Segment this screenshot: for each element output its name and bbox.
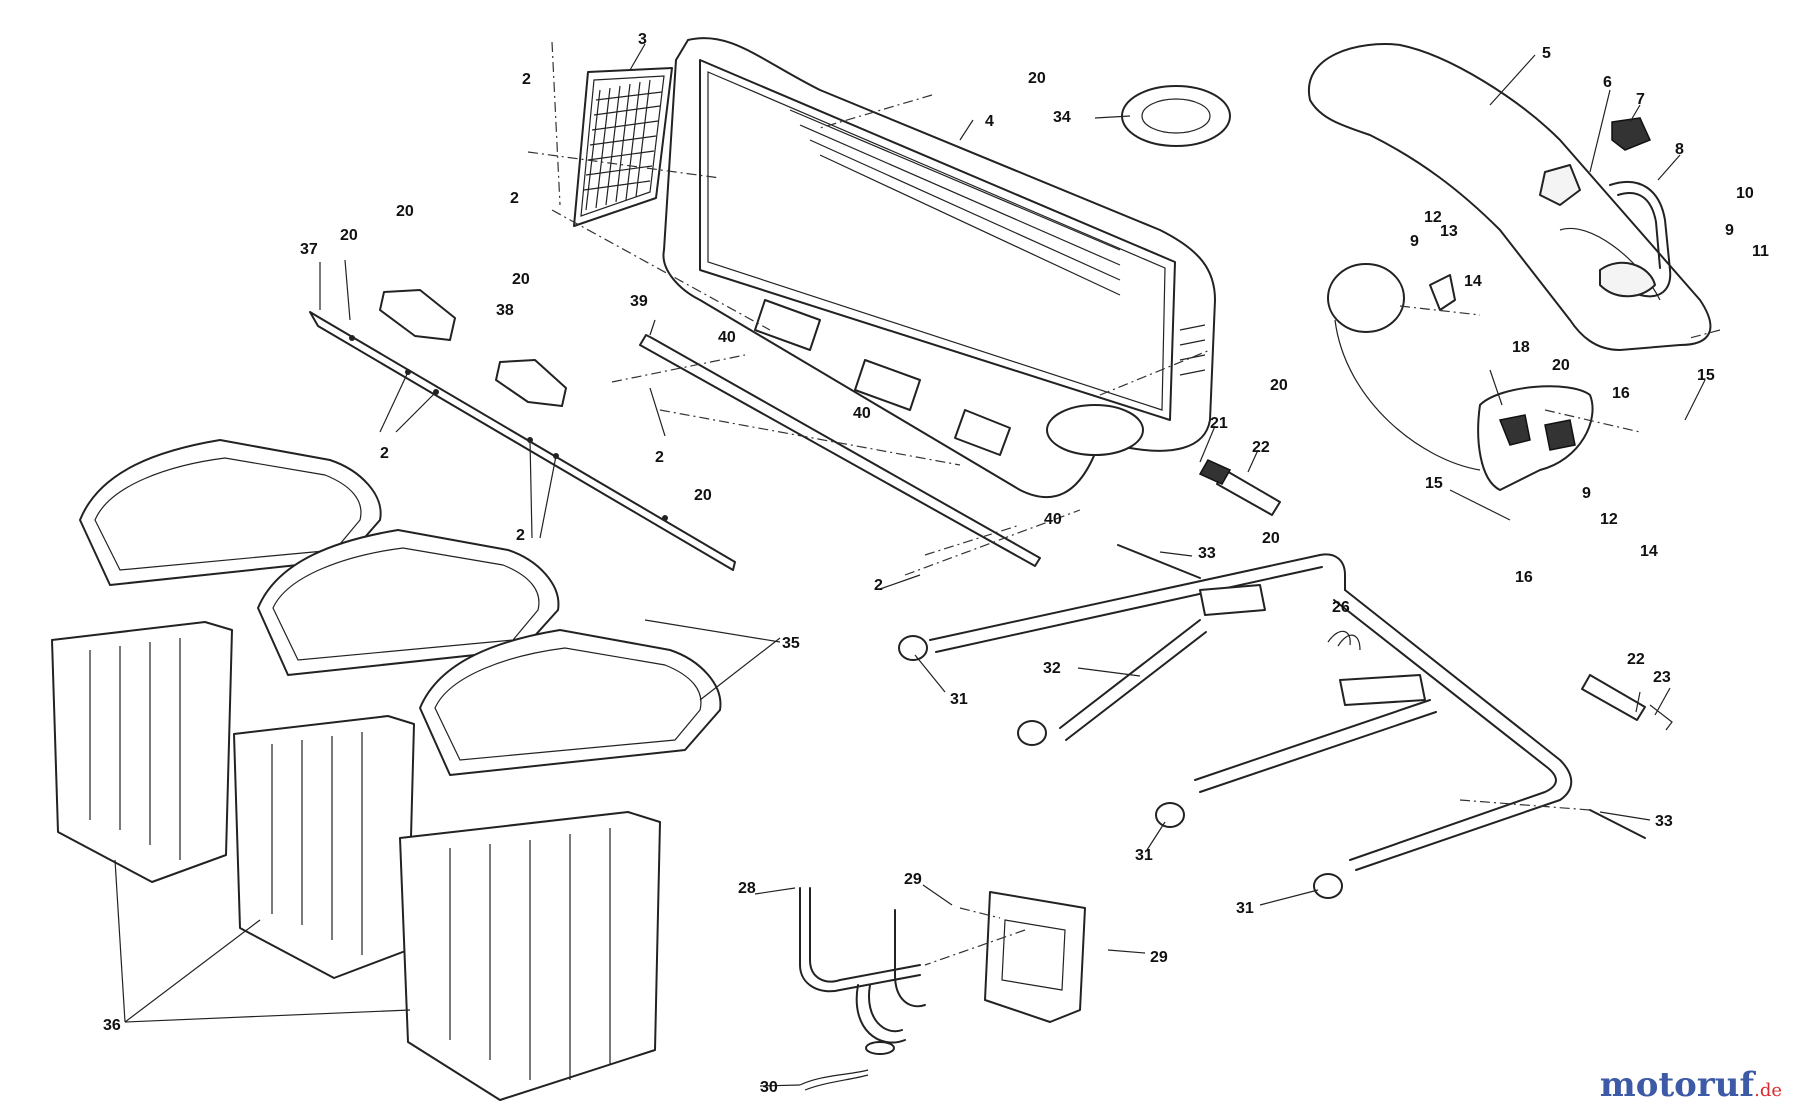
- bolt-top: [1117, 544, 1201, 579]
- grille-screen: [573, 67, 673, 227]
- callout-32: 32: [1043, 660, 1061, 677]
- callout-14: 14: [1640, 543, 1658, 560]
- chute-handle: [1599, 180, 1672, 298]
- callout-40: 40: [853, 405, 871, 422]
- end-cap-1: [898, 635, 928, 661]
- end-cap-3: [1155, 802, 1185, 828]
- callout-10: 10: [1736, 185, 1754, 202]
- callout-11: 11: [1752, 243, 1769, 260]
- callout-22: 22: [1627, 651, 1645, 668]
- hairpin: [799, 1069, 869, 1091]
- callout-31: 31: [950, 691, 968, 708]
- bolt-right: [1589, 809, 1646, 839]
- leader-lines: [114, 43, 1706, 1087]
- clip-bracket-1: [379, 289, 456, 341]
- callout-2: 2: [510, 190, 519, 207]
- callout-9: 9: [1410, 233, 1419, 250]
- callout-20: 20: [1552, 357, 1570, 374]
- callout-9: 9: [1582, 485, 1591, 502]
- callout-26: 26: [1332, 599, 1350, 616]
- brand-watermark: motoruf.de: [1600, 1065, 1782, 1105]
- callout-12: 12: [1600, 511, 1618, 528]
- bag-frame-2: [257, 529, 560, 676]
- callout-4: 4: [985, 113, 994, 130]
- callout-34: 34: [1053, 109, 1071, 126]
- callout-15: 15: [1425, 475, 1443, 492]
- callout-2: 2: [874, 577, 883, 594]
- callout-labels: 2 2 3 4 5 6 7 8 9 9 9 10 11 12 12 13 14 …: [103, 31, 1769, 1096]
- bag-frame-1: [79, 439, 382, 586]
- support-frame: [929, 553, 1573, 871]
- callout-20: 20: [694, 487, 712, 504]
- bag-frame-3: [419, 629, 722, 776]
- end-cap-2: [1017, 720, 1047, 746]
- callout-31: 31: [1236, 900, 1254, 917]
- callout-3: 3: [638, 31, 647, 48]
- lower-chute: [1477, 385, 1594, 491]
- callout-20: 20: [1028, 70, 1046, 87]
- callout-2: 2: [516, 527, 525, 544]
- assembly-lines: [527, 41, 1721, 966]
- grass-bag-3: [399, 811, 661, 1101]
- brand-name: motoruf: [1599, 1065, 1755, 1105]
- bagger-hood: [662, 37, 1216, 499]
- callout-21: 21: [1210, 415, 1228, 432]
- callout-23: 23: [1653, 669, 1671, 686]
- rear-bracket: [639, 334, 1041, 567]
- callout-31: 31: [1135, 847, 1153, 864]
- callout-40: 40: [1044, 511, 1062, 528]
- callout-16: 16: [1515, 569, 1533, 586]
- grass-bag-1: [51, 621, 233, 883]
- pin-top: [1198, 459, 1281, 516]
- callout-12: 12: [1424, 209, 1442, 226]
- grass-bag-2: [233, 715, 415, 979]
- callout-8: 8: [1675, 141, 1684, 158]
- hitch-bracket: [799, 887, 926, 1055]
- callout-37: 37: [300, 241, 318, 258]
- callout-38: 38: [496, 302, 514, 319]
- adapter-plate: [1327, 263, 1481, 471]
- callout-20: 20: [1262, 530, 1280, 547]
- chute-cap: [1611, 117, 1652, 151]
- clip-bracket-2: [495, 359, 567, 407]
- callout-35: 35: [782, 635, 800, 652]
- callout-20: 20: [340, 227, 358, 244]
- callout-2: 2: [380, 445, 389, 462]
- brand-tld: .de: [1754, 1080, 1782, 1101]
- callout-33: 33: [1198, 545, 1216, 562]
- callout-15: 15: [1697, 367, 1715, 384]
- callout-18: 18: [1512, 339, 1530, 356]
- callout-20: 20: [1270, 377, 1288, 394]
- callout-36: 36: [103, 1017, 121, 1034]
- callout-39: 39: [630, 293, 648, 310]
- seal-ring: [1121, 85, 1231, 147]
- callout-40: 40: [718, 329, 736, 346]
- spring-clip: [1327, 630, 1361, 651]
- callout-20: 20: [512, 271, 530, 288]
- callout-20: 20: [396, 203, 414, 220]
- callout-29: 29: [904, 871, 922, 888]
- callout-7: 7: [1636, 91, 1645, 108]
- callout-5: 5: [1542, 45, 1551, 62]
- callout-6: 6: [1603, 74, 1612, 91]
- callout-9: 9: [1725, 222, 1734, 239]
- callout-2: 2: [655, 449, 664, 466]
- callout-33: 33: [1655, 813, 1673, 830]
- callout-13: 13: [1440, 223, 1458, 240]
- callout-29: 29: [1150, 949, 1168, 966]
- callout-22: 22: [1252, 439, 1270, 456]
- callout-28: 28: [738, 880, 756, 897]
- callout-2: 2: [522, 71, 531, 88]
- callout-30: 30: [760, 1079, 778, 1096]
- callout-14: 14: [1464, 273, 1482, 290]
- end-cap-4: [1313, 873, 1343, 899]
- mount-plate: [984, 891, 1086, 1023]
- callout-16: 16: [1612, 385, 1630, 402]
- latch-plate: [1539, 164, 1581, 206]
